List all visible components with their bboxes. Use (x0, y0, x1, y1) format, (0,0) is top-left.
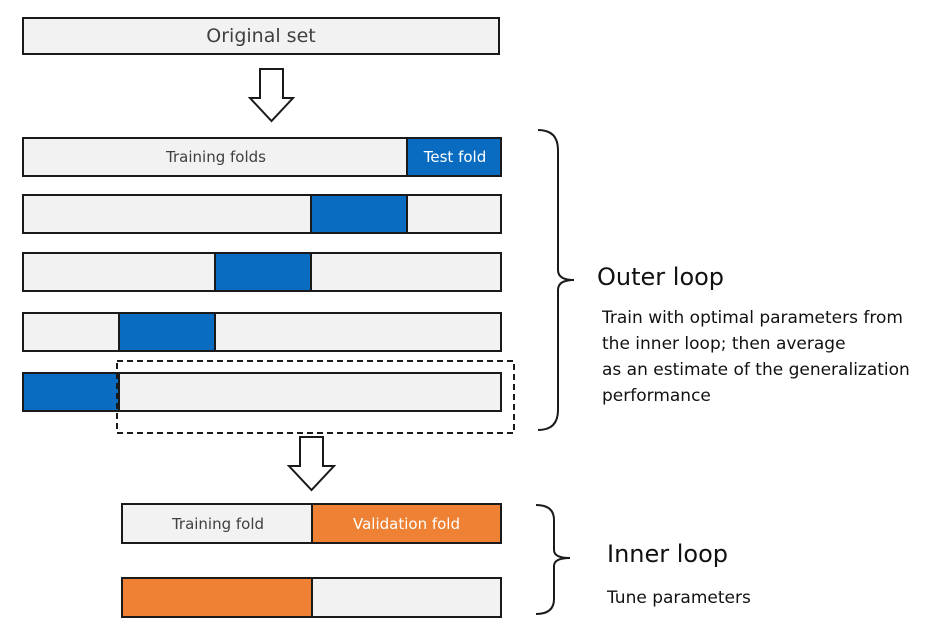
validation-fold-label: Validation fold (353, 514, 460, 533)
outer-loop-brace-icon (537, 129, 575, 431)
outer-fold-row-2 (22, 194, 502, 234)
inner-loop-title: Inner loop (607, 540, 729, 568)
down-arrow-icon (247, 68, 296, 123)
original-set-label: Original set (206, 25, 316, 47)
inner-loop-brace-icon (535, 504, 571, 615)
training-folds-label: Training folds (166, 148, 266, 166)
outer-fold-row-5 (22, 372, 502, 412)
outer-fold-row-1: Training folds Test fold (22, 137, 502, 177)
outer-fold-row-3 (22, 252, 502, 292)
outer-loop-description-line: performance (602, 386, 711, 406)
inner-fold-row-1: Training fold Validation fold (121, 503, 502, 544)
outer-fold-row-4 (22, 312, 502, 352)
outer-loop-title: Outer loop (597, 263, 725, 291)
training-fold-label: Training fold (171, 514, 265, 533)
test-fold-segment (118, 314, 216, 350)
outer-loop-description-line: the inner loop; then average (602, 334, 846, 354)
test-fold-segment: Test fold (406, 139, 500, 175)
outer-loop-description: Train with optimal parameters from the i… (602, 305, 910, 409)
test-fold-label: Test fold (423, 148, 487, 166)
test-fold-segment (310, 196, 408, 232)
outer-loop-description-line: Train with optimal parameters from (602, 308, 903, 328)
inner-fold-row-2 (121, 577, 502, 618)
inner-loop-description: Tune parameters (607, 588, 751, 608)
original-set-bar: Original set (22, 17, 500, 55)
test-fold-segment (214, 254, 312, 290)
down-arrow-icon (286, 436, 337, 492)
outer-loop-description-line: as an estimate of the generalization (602, 360, 910, 380)
test-fold-segment (24, 374, 120, 410)
validation-fold-segment (123, 579, 313, 616)
dashed-selection-box (116, 360, 515, 434)
validation-fold-segment: Validation fold (311, 505, 500, 542)
